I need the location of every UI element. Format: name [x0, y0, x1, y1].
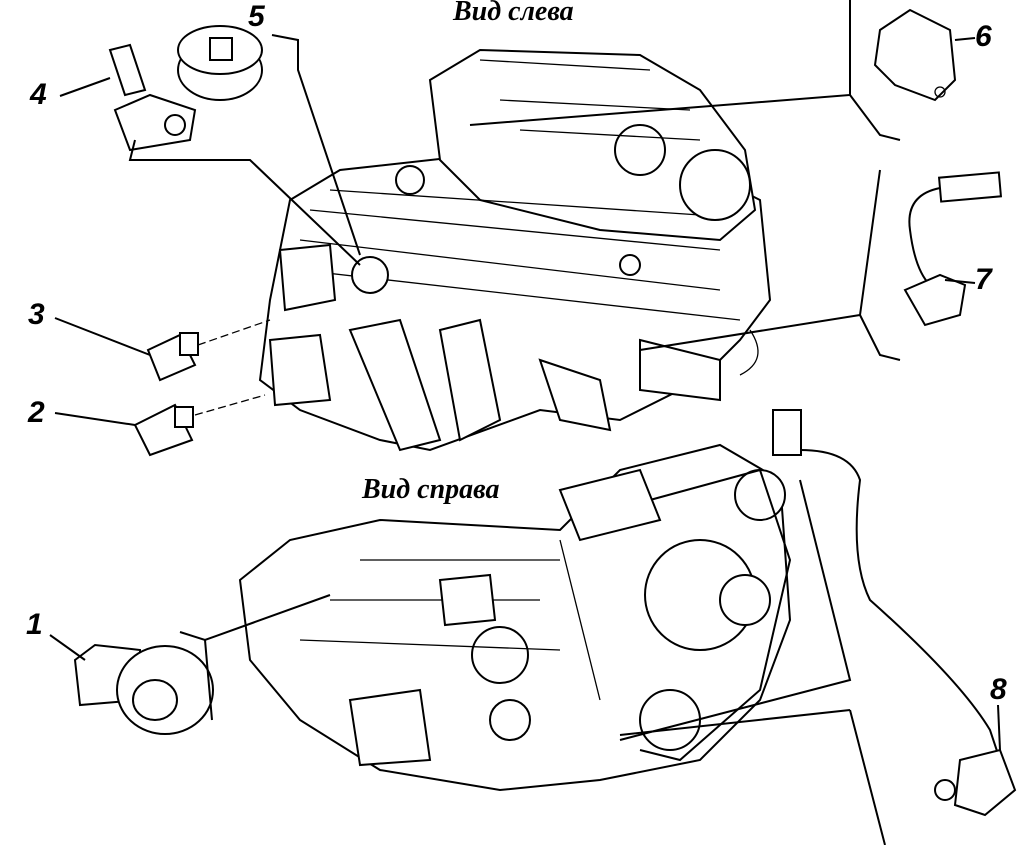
callout-1: 1 [26, 608, 43, 641]
callout-8: 8 [990, 673, 1007, 706]
sensor-1 [73, 643, 214, 735]
sensor-2 [133, 403, 194, 457]
callout-5: 5 [248, 0, 265, 33]
sensor-5 [177, 25, 263, 101]
callout-4: 4 [30, 78, 47, 111]
view-title-right: Вид справа [362, 474, 500, 505]
callout-6: 6 [975, 20, 992, 53]
view-title-left: Вид слева [453, 0, 574, 27]
callout-2: 2 [28, 396, 45, 429]
sensor-3 [146, 332, 199, 382]
engine-left-view [258, 48, 772, 452]
callout-3: 3 [28, 298, 45, 331]
leader-lines [49, 0, 1001, 845]
sensor-7 [903, 171, 1003, 327]
engine-right-view [238, 443, 792, 792]
sensor-4 [108, 43, 197, 152]
callout-7: 7 [975, 263, 992, 296]
sensor-6 [873, 8, 957, 102]
sensor-8 [772, 409, 1017, 817]
